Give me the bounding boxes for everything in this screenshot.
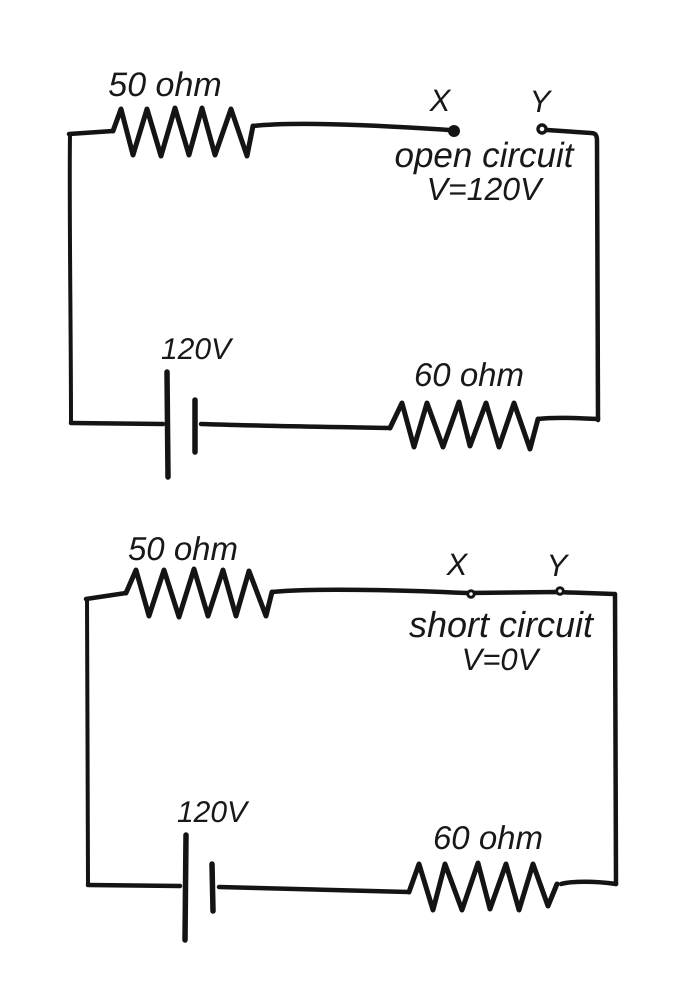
- svg-text:60 ohm: 60 ohm: [433, 819, 543, 856]
- svg-text:short circuit: short circuit: [409, 604, 595, 645]
- svg-text:X: X: [429, 83, 452, 118]
- svg-text:V=120V: V=120V: [427, 171, 544, 207]
- svg-text:V=0V: V=0V: [462, 642, 542, 677]
- svg-text:120V: 120V: [161, 333, 234, 366]
- svg-text:X: X: [446, 547, 469, 582]
- svg-text:120V: 120V: [177, 796, 250, 829]
- svg-text:Y: Y: [547, 548, 570, 583]
- svg-text:open circuit: open circuit: [395, 136, 575, 175]
- svg-text:60 ohm: 60 ohm: [414, 356, 524, 393]
- svg-text:50 ohm: 50 ohm: [128, 530, 238, 567]
- svg-text:Y: Y: [530, 84, 553, 119]
- svg-text:50 ohm: 50 ohm: [108, 66, 221, 104]
